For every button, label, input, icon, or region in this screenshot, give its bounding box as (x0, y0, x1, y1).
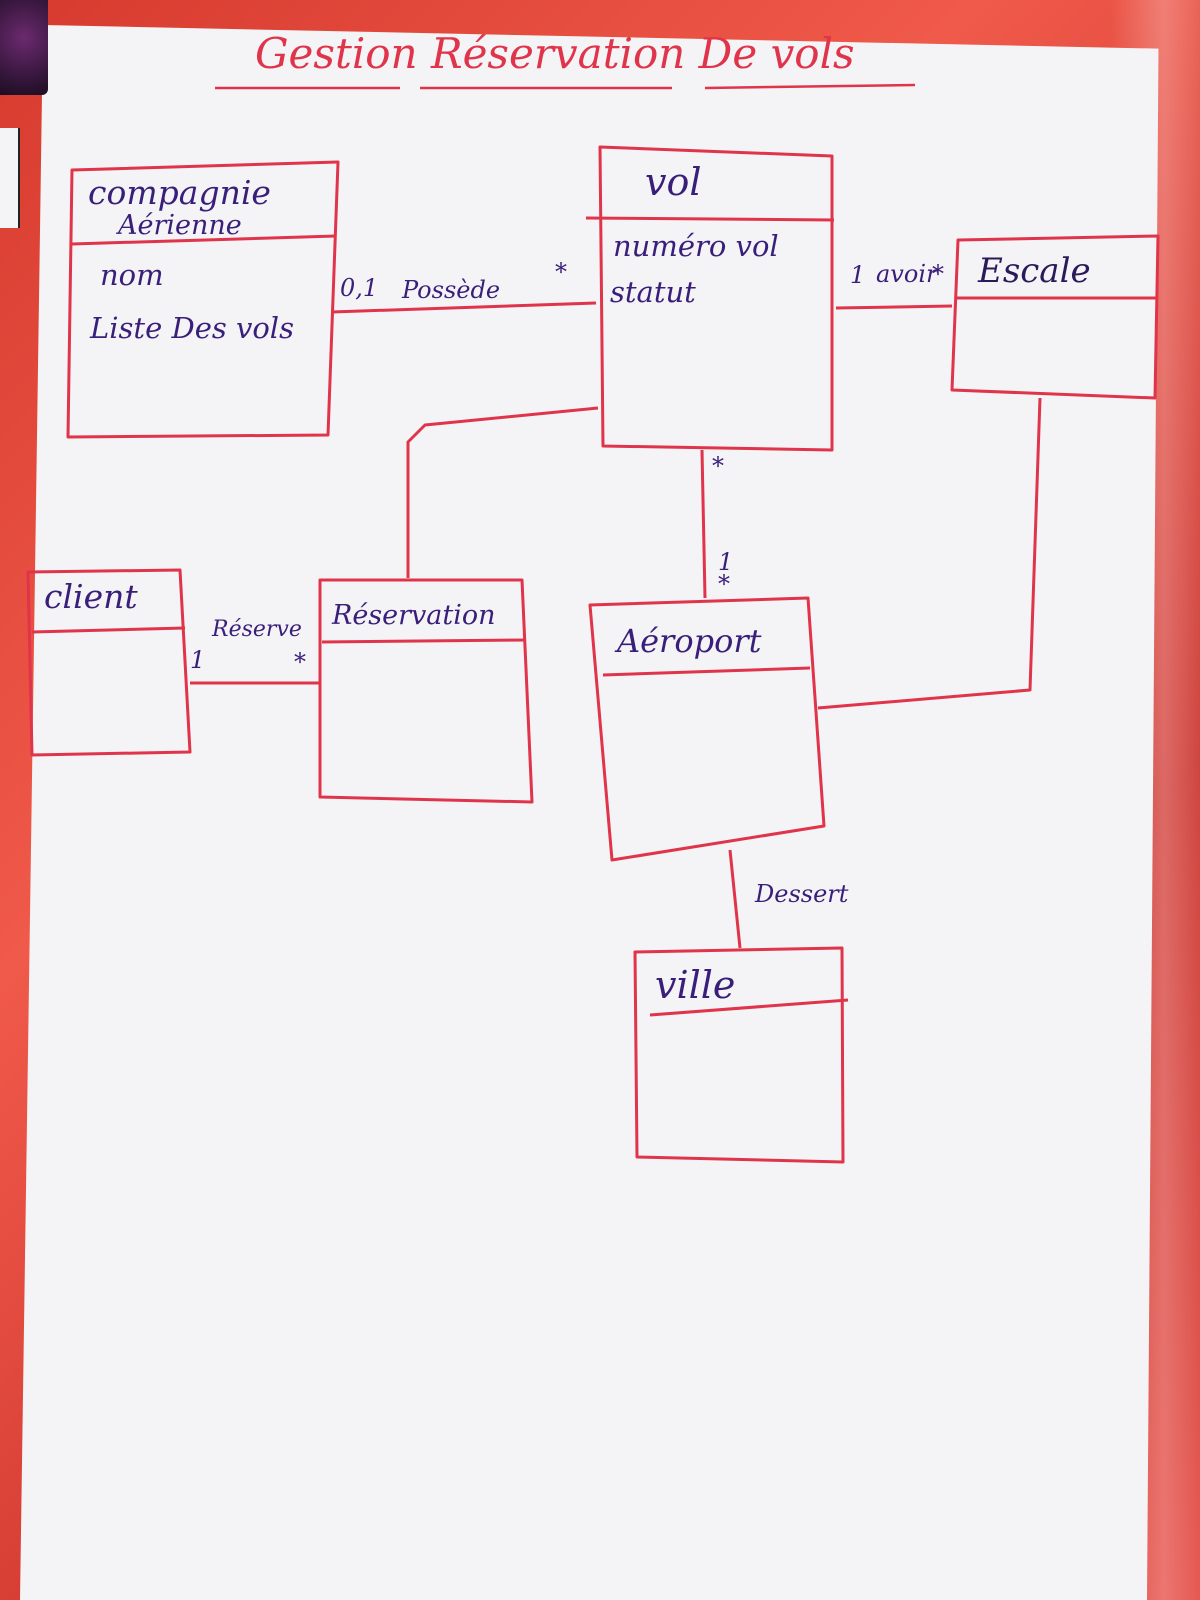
attribute-nom: nom (100, 258, 164, 292)
association-line (406, 406, 599, 578)
multiplicity-aeroport-2: * (718, 570, 730, 598)
class-box (66, 160, 340, 439)
class-compagnie-aerienne: compagnie Aérienne nom Liste Des vols (66, 160, 340, 439)
class-reservation: Réservation (318, 578, 534, 804)
association-line (331, 301, 597, 314)
association-label: Dessert (754, 880, 849, 908)
class-name: Aéroport (614, 622, 762, 660)
association-label: Possède (401, 276, 500, 304)
class-box (318, 578, 534, 804)
association-vol-reservation (406, 406, 599, 578)
class-box (26, 568, 192, 757)
multiplicity-vol: * (555, 258, 567, 286)
paper-sheet (20, 25, 1159, 1600)
association-line (817, 397, 1042, 710)
multiplicity-reservation: * (294, 648, 306, 676)
association-escale-aeroport (817, 397, 1042, 710)
class-box (598, 145, 834, 452)
multiplicity-vol: 1 (850, 261, 865, 289)
class-client: client (26, 568, 192, 757)
class-separator (71, 234, 337, 246)
class-separator (321, 638, 527, 644)
class-aeroport: Aéroport (588, 596, 826, 862)
multiplicity-client: 1 (190, 646, 205, 674)
class-separator (31, 626, 186, 634)
class-box (633, 946, 845, 1164)
class-name: Réservation (331, 600, 496, 631)
association-label: avoir (876, 260, 939, 288)
multiplicity-compagnie: 0,1 (340, 274, 378, 302)
class-name: vol (645, 160, 702, 204)
class-name-line2: Aérienne (115, 210, 242, 241)
class-vol: vol numéro vol statut (585, 145, 835, 452)
class-separator (602, 666, 811, 677)
class-name: Escale (977, 251, 1091, 291)
attribute-statut: statut (610, 275, 696, 309)
attribute-numero-vol: numéro vol (613, 229, 779, 263)
class-ville: ville (633, 946, 849, 1164)
association-line (728, 849, 742, 949)
attribute-liste-des-vols: Liste Des vols (89, 311, 294, 345)
notebook-corner (0, 0, 48, 95)
class-separator (585, 216, 835, 222)
association-line (835, 304, 953, 310)
title-text: Gestion Réservation De vols (255, 29, 855, 78)
class-escale: Escale (950, 234, 1160, 400)
association-dessert: Dessert (728, 849, 849, 949)
class-name-line1: compagnie (88, 173, 271, 212)
association-reserve: Réserve 1 * (190, 617, 320, 685)
association-label: Réserve (211, 617, 302, 642)
multiplicity-aeroport-1: 1 (718, 548, 733, 576)
association-possede: 0,1 Possède * (331, 258, 597, 314)
class-name: ville (655, 963, 735, 1007)
class-box (950, 234, 1160, 400)
title-underline-3 (704, 83, 916, 90)
multiplicity-vol: * (712, 452, 724, 480)
association-line (700, 449, 707, 599)
class-name: client (44, 577, 138, 616)
diagram-title: Gestion Réservation De vols (215, 29, 916, 90)
association-avoir: 1 avoir * (835, 260, 953, 310)
association-vol-aeroport: * 1 * (700, 449, 733, 599)
class-separator (649, 998, 849, 1017)
class-box (588, 596, 826, 862)
notebook-spine-label (0, 128, 20, 228)
multiplicity-escale: * (932, 260, 944, 288)
